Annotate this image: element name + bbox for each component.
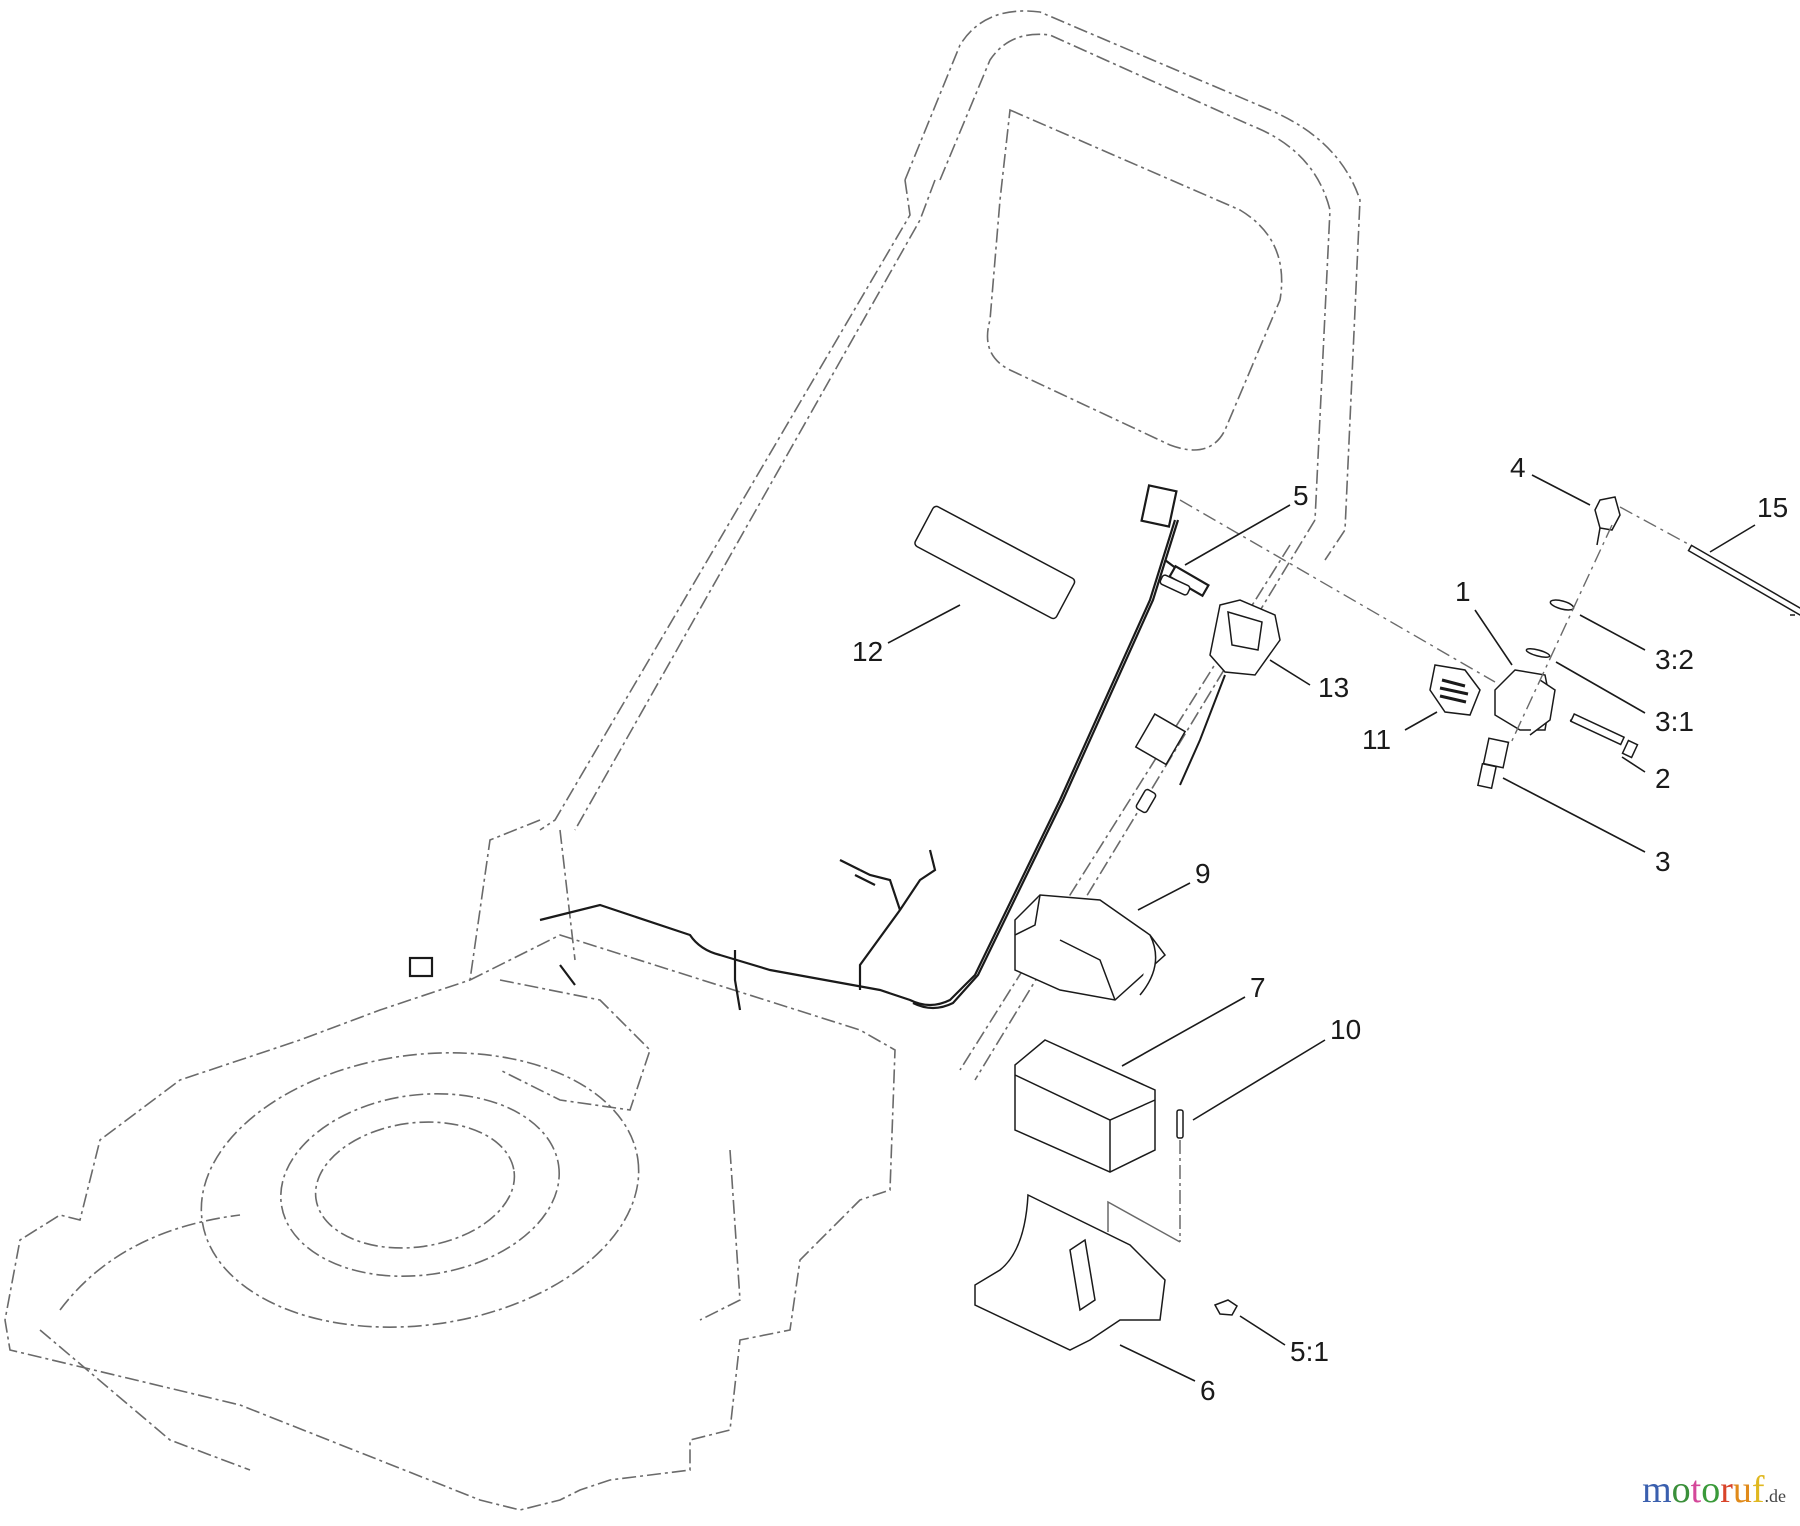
part-1-switch-housing — [1494, 669, 1556, 736]
watermark-letter: m — [1642, 1469, 1672, 1511]
part-15-rod — [1687, 544, 1800, 622]
callout-5-1: 5:1 — [1290, 1336, 1329, 1367]
watermark-letter: u — [1732, 1469, 1752, 1511]
part-5-1-fuse — [1213, 1299, 1238, 1316]
part-7-battery — [1014, 1039, 1156, 1173]
watermark-letter: o — [1701, 1469, 1721, 1511]
callout-3-2: 3:2 — [1655, 644, 1694, 675]
callout-7: 7 — [1250, 972, 1266, 1003]
callout-12: 12 — [852, 636, 884, 667]
callout-1: 1 — [1455, 576, 1471, 607]
mower-deck-phantom — [4, 934, 896, 1511]
callout-3: 3 — [1655, 846, 1671, 877]
part-6-battery-tray — [974, 1193, 1166, 1351]
part-9-battery-cover — [1014, 894, 1167, 1001]
part-4-key — [1594, 496, 1621, 546]
leader-lines — [887, 474, 1756, 1382]
watermark-suffix: .de — [1764, 1486, 1787, 1506]
part-10-screw — [1107, 1109, 1184, 1243]
callout-6: 6 — [1200, 1375, 1216, 1406]
watermark-letter: o — [1671, 1469, 1691, 1511]
callout-13: 13 — [1318, 672, 1350, 703]
callout-2: 2 — [1655, 763, 1671, 794]
watermark-letter: r — [1720, 1469, 1733, 1511]
part-5-connector — [1159, 574, 1191, 596]
callout-5: 5 — [1293, 480, 1309, 511]
part-3-1-3-2-washers — [1525, 599, 1575, 658]
assembly-axis-lines — [1179, 499, 1691, 746]
motoruf-watermark: motoruf.de — [1642, 1468, 1786, 1512]
callout-15: 15 — [1757, 492, 1789, 523]
callout-3-1: 3:1 — [1655, 706, 1694, 737]
callout-9: 9 — [1195, 858, 1211, 889]
part-11-label — [1429, 664, 1481, 716]
callout-10: 10 — [1330, 1014, 1362, 1045]
callout-4: 4 — [1510, 452, 1526, 483]
watermark-letter: t — [1690, 1469, 1702, 1511]
part-2-bolt — [1569, 712, 1639, 759]
part-3-key-switch — [1476, 737, 1510, 790]
watermark-letter: f — [1751, 1469, 1765, 1511]
part-13-charger — [1134, 599, 1281, 814]
wire-harness — [408, 484, 1210, 1011]
callout-11: 11 — [1362, 724, 1392, 755]
part-12-decal — [914, 505, 1076, 620]
